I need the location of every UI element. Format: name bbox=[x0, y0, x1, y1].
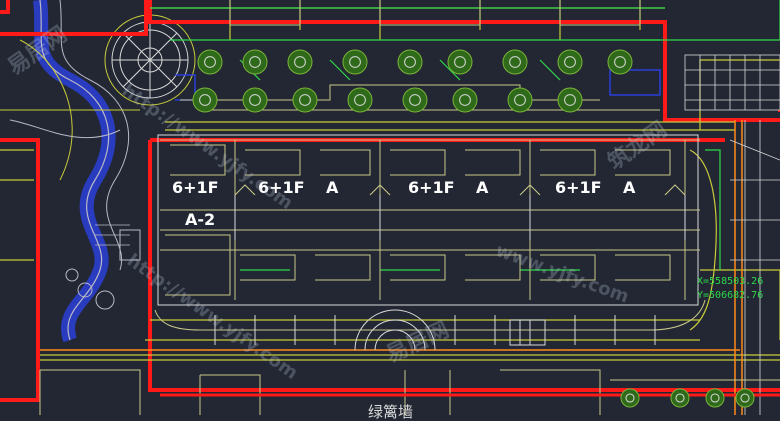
tree-symbol-icon bbox=[242, 49, 268, 75]
tree-symbol-icon bbox=[507, 87, 533, 113]
right-hatch-area bbox=[684, 54, 780, 415]
type-label-a1: A bbox=[326, 178, 339, 197]
entrance-semicircle bbox=[214, 309, 656, 351]
floor-label-4: 6+1F bbox=[555, 178, 602, 197]
tree-symbol-icon bbox=[705, 388, 725, 408]
coordinate-y: Y=506682.76 bbox=[697, 290, 764, 301]
residential-building bbox=[154, 134, 706, 331]
orange-lines bbox=[40, 120, 743, 415]
floor-label-3: 6+1F bbox=[408, 178, 455, 197]
type-label-a3: A bbox=[623, 178, 636, 197]
bottom-trees bbox=[620, 388, 755, 408]
tree-symbol-icon bbox=[397, 49, 423, 75]
tree-symbol-icon bbox=[447, 49, 473, 75]
type-label-a2: A-2 bbox=[185, 210, 216, 229]
garden-area bbox=[0, 0, 141, 343]
tree-symbol-icon bbox=[292, 87, 318, 113]
tree-symbol-icon bbox=[197, 49, 223, 75]
tree-symbol-icon bbox=[452, 87, 478, 113]
tree-symbol-icon bbox=[557, 87, 583, 113]
tree-symbol-icon bbox=[557, 49, 583, 75]
tree-symbol-icon bbox=[287, 49, 313, 75]
tree-row bbox=[192, 49, 633, 113]
tree-symbol-icon bbox=[502, 49, 528, 75]
type-label-a2b: A bbox=[476, 178, 489, 197]
coordinate-x: X=558503.26 bbox=[697, 276, 764, 287]
tree-symbol-icon bbox=[670, 388, 690, 408]
tree-symbol-icon bbox=[402, 87, 428, 113]
circular-plaza-icon bbox=[104, 14, 196, 106]
tree-symbol-icon bbox=[347, 87, 373, 113]
floor-label-1: 6+1F bbox=[172, 178, 219, 197]
tree-symbol-icon bbox=[735, 388, 755, 408]
tree-symbol-icon bbox=[607, 49, 633, 75]
tree-symbol-icon bbox=[342, 49, 368, 75]
tree-symbol-icon bbox=[620, 388, 640, 408]
tree-symbol-icon bbox=[192, 87, 218, 113]
bottom-partial-label: 绿篱墙 bbox=[368, 403, 414, 421]
floor-label-2: 6+1F bbox=[258, 178, 305, 197]
tree-symbol-icon bbox=[242, 87, 268, 113]
